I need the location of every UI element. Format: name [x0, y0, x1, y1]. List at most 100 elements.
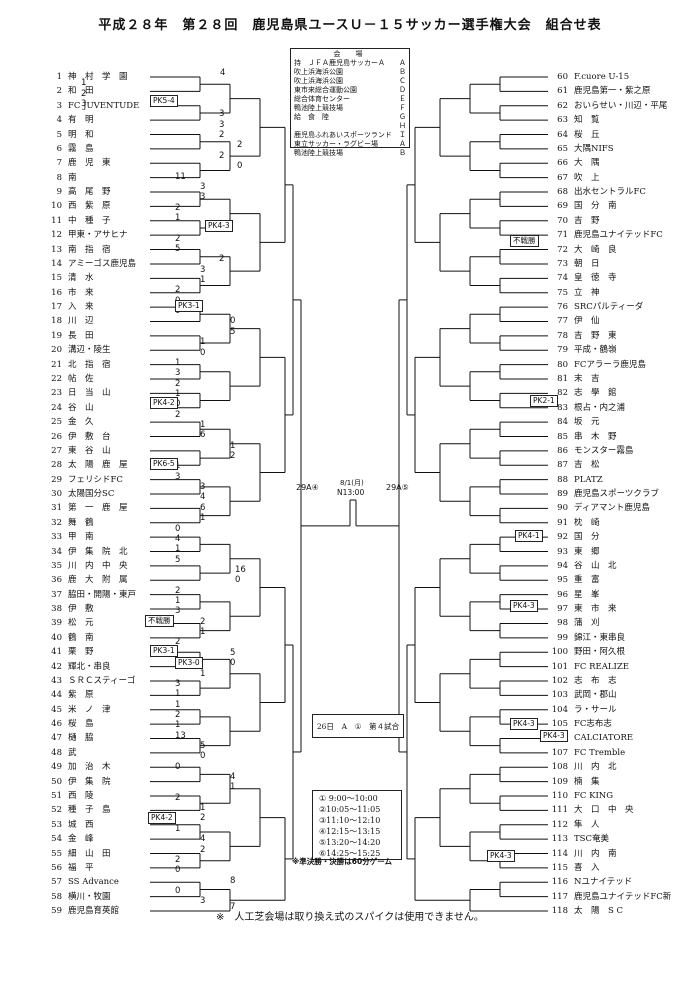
match-score: 0 — [230, 658, 236, 669]
team-name: 武 — [68, 747, 77, 758]
team-number: 42 — [51, 661, 62, 672]
team-name: 隼 人 — [574, 819, 600, 830]
team-name: 南 指 宿 — [68, 244, 111, 255]
team-name: 細 山 田 — [68, 848, 111, 859]
team-number: 69 — [557, 201, 568, 212]
team-number: 37 — [51, 589, 62, 600]
team-name: 鹿児島育英館 — [68, 906, 120, 917]
team-name: 樋 脇 — [68, 733, 94, 744]
team-name: アミーゴス鹿児島 — [68, 258, 137, 269]
team-name: 種 子 島 — [68, 805, 111, 816]
pk-label: PK4-2 — [150, 397, 178, 409]
match-score: 5 — [230, 647, 236, 658]
team-number: 9 — [56, 187, 62, 198]
team-number: 15 — [51, 273, 62, 284]
team-number: 113 — [551, 834, 568, 845]
match-score: 1 — [200, 513, 206, 524]
venue-code: Ｂ — [399, 68, 406, 76]
team-name: 東 市 来 — [574, 604, 617, 615]
team-number: 46 — [51, 719, 62, 730]
team-number: 45 — [51, 704, 62, 715]
team-number: 29 — [51, 474, 62, 485]
team-number: 8 — [56, 172, 62, 183]
team-number: 21 — [51, 359, 62, 370]
team-number: 80 — [557, 359, 568, 370]
team-name: 南 — [68, 172, 77, 183]
team-name: 有 明 — [68, 115, 94, 126]
team-number: 87 — [557, 460, 568, 471]
team-name: FC KING — [574, 791, 614, 801]
pk-label: PK3-1 — [150, 645, 178, 657]
match-score: 0 — [230, 316, 236, 327]
match-score: 0 — [175, 399, 181, 410]
team-name: 吉 松 — [574, 460, 600, 471]
team-number: 55 — [51, 848, 62, 859]
team-number: 33 — [51, 532, 62, 543]
time-slot: ③11:10～12:10 — [319, 816, 381, 825]
team-number: 11 — [51, 215, 62, 226]
match-score: 1 — [175, 357, 181, 368]
team-name: 甲 南 — [68, 532, 94, 543]
match-score: 1 — [230, 440, 236, 451]
footer-note: ※ 人工芝会場は取り換え式のスパイクは使用できません。 — [216, 912, 484, 923]
team-name: 明 和 — [68, 129, 94, 140]
team-name: 金 峰 — [68, 834, 94, 845]
team-number: 28 — [51, 460, 62, 471]
team-number: 25 — [51, 417, 62, 428]
time-slot: ④12:15～13:15 — [319, 827, 381, 836]
team-number: 85 — [557, 431, 568, 442]
match-score: 3 — [81, 99, 87, 110]
match-score: 4 — [230, 772, 236, 783]
team-number: 90 — [557, 503, 568, 514]
pk-label: 不戦勝 — [510, 235, 539, 247]
date-box-venue: A — [341, 721, 347, 731]
team-number: 51 — [51, 791, 62, 801]
team-number: 111 — [551, 805, 568, 816]
match-score: 1 — [200, 420, 206, 431]
team-name: 伊 集 院 — [68, 776, 111, 787]
team-name: CALCIATORE — [574, 733, 634, 744]
match-score: 2 — [219, 130, 225, 141]
team-name: FC JUVENTUDE — [68, 100, 140, 111]
match-score: 3 — [200, 896, 206, 907]
match-score: 3 — [175, 678, 181, 689]
match-score: 3 — [175, 606, 181, 617]
venue-code: Ｅ — [399, 95, 406, 103]
team-name: 脇田・開陽・東戸 — [68, 589, 137, 600]
final-note: ※準決勝・決勝は60分ゲーム — [292, 857, 393, 866]
team-name: 栗 野 — [68, 647, 94, 658]
venue-row: Ｈ — [294, 122, 406, 131]
team-name: FC Tremble — [574, 747, 626, 758]
left-team-row: 55 細 山 田 — [44, 848, 111, 859]
team-number: 7 — [56, 158, 62, 169]
